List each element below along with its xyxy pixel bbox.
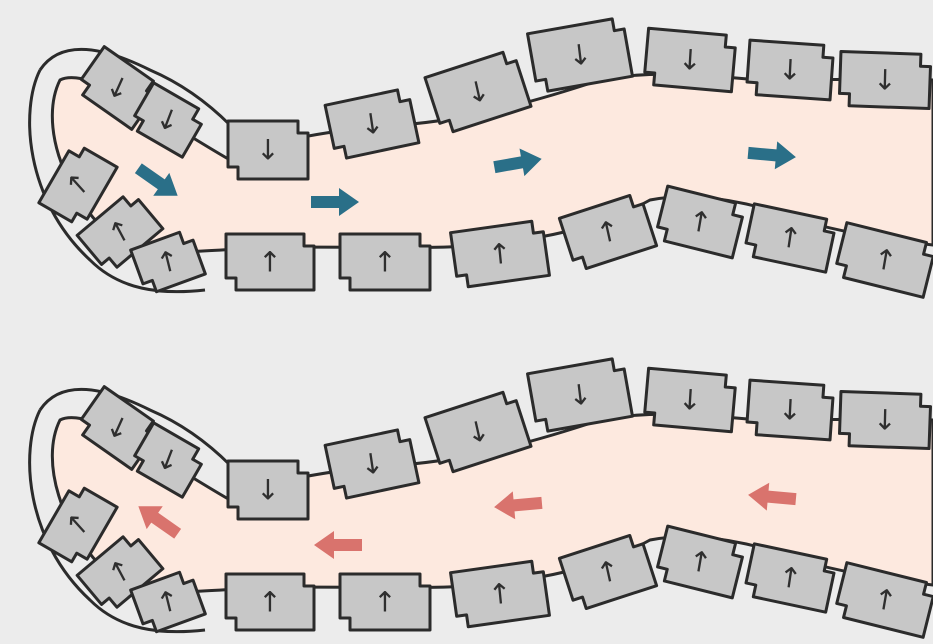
chamber-arrow-glyph: ↓ [777,53,802,87]
chamber-arrow-glyph: ↓ [358,106,386,142]
chamber-arrow-glyph: ↑ [258,586,281,619]
chamber-arrow-glyph: ↓ [566,377,593,413]
chamber-pad: ↓ [746,40,834,100]
chamber-arrow-glyph: ↓ [256,134,279,167]
chamber-arrow-glyph: ↑ [373,246,396,279]
chamber-arrow-glyph: ↓ [873,403,897,437]
chamber-pad: ↓ [228,121,308,179]
chamber-arrow-glyph: ↓ [873,63,897,97]
chamber-arrow-glyph: ↑ [487,236,514,271]
chamber-arrow-glyph: ↓ [358,446,386,482]
chamber-pad: ↓ [746,380,834,440]
chamber-pad: ↑ [340,234,430,290]
chamber-pad: ↓ [644,28,737,91]
panel-2: ↓↓↑↑↑↓↓↓↓↓↓↓↑↑↑↑↑↑↑ [30,357,933,637]
chamber-arrow-glyph: ↑ [776,220,804,256]
chamber-arrow-glyph: ↑ [258,246,281,279]
chamber-arrow-glyph: ↓ [677,383,702,417]
chamber-pad: ↓ [228,461,308,519]
panel-1: ↓↓↑↑↑↓↓↓↓↓↓↓↑↑↑↑↑↑↑ [30,17,933,297]
chamber-pad: ↓ [644,368,737,431]
chamber-arrow-glyph: ↑ [373,586,396,619]
chamber-arrow-glyph: ↓ [677,43,702,77]
chamber-arrow-glyph: ↓ [256,474,279,507]
chamber-pad: ↑ [226,574,314,630]
chamber-pad: ↓ [839,391,931,448]
chamber-arrow-glyph: ↑ [487,576,514,611]
chamber-arrow-glyph: ↓ [566,37,593,73]
chamber-pad: ↓ [839,51,931,108]
chamber-arrow-glyph: ↑ [776,560,804,596]
chamber-arrow-glyph: ↓ [777,393,802,427]
chamber-pad: ↑ [340,574,430,630]
chamber-pad: ↑ [226,234,314,290]
